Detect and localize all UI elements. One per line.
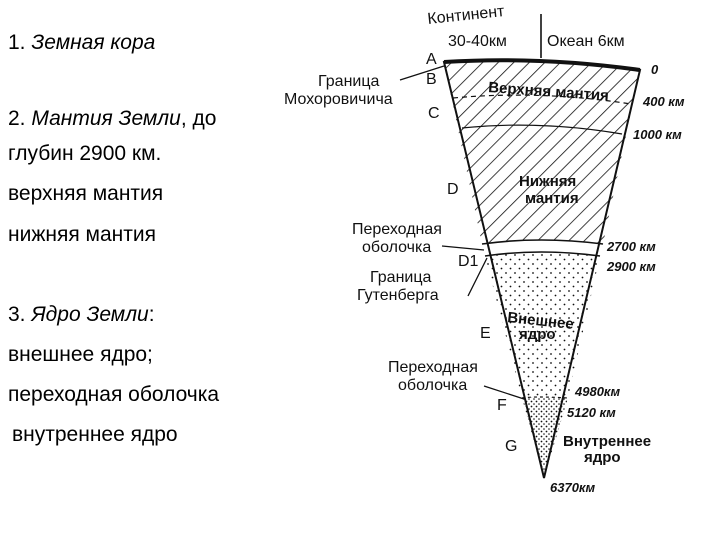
- depth-4980: 4980км: [574, 384, 621, 399]
- depth-400: 400 км: [642, 94, 685, 109]
- crust-line: [443, 58, 641, 72]
- core-colon: :: [148, 303, 155, 326]
- moho-pointer: [399, 65, 445, 81]
- letter-d: D: [447, 181, 459, 198]
- mantle-number: 2.: [8, 107, 32, 130]
- depth-5120: 5120 км: [567, 405, 616, 420]
- gutenberg-label-1: Граница: [370, 269, 432, 286]
- core-item: 3. Ядро Земли:: [8, 302, 155, 328]
- boundary-2700: [481, 239, 604, 245]
- lower-mantle-label-1: Нижняя: [519, 173, 576, 190]
- transition-lower-pointer: [483, 385, 525, 400]
- letter-c: C: [428, 105, 440, 122]
- gutenberg-label-2: Гутенберга: [357, 287, 439, 304]
- moho-label-2: Мохоровичича: [284, 91, 393, 108]
- transition-item: переходная оболочка: [8, 383, 220, 406]
- lower-mantle-item: нижняя мантия: [8, 223, 156, 246]
- mantle-rest: , до: [180, 107, 217, 130]
- letter-f: F: [497, 397, 507, 414]
- moho-label-1: Граница: [318, 73, 380, 90]
- outer-core-label-1: Внешнее: [507, 309, 575, 333]
- crust-item: 1. Земная кора: [8, 30, 155, 56]
- crust-number: 1.: [8, 31, 32, 54]
- boundary-1000: [461, 124, 623, 135]
- letter-g: G: [505, 438, 517, 455]
- depth-2900: 2900 км: [606, 259, 656, 274]
- continent-depth-label: 30-40км: [448, 33, 507, 50]
- continent-label: Континент: [427, 3, 506, 28]
- boundary-4980: [521, 396, 569, 399]
- mantle-item: 2. Мантия Земли, до: [8, 106, 216, 132]
- letter-b: B: [426, 71, 437, 88]
- mantle-region: [444, 60, 640, 245]
- inner-core-label-1: Внутреннее: [563, 433, 651, 450]
- depth-2700: 2700 км: [606, 239, 656, 254]
- core-number: 3.: [8, 303, 32, 326]
- outer-core-label-2: ядро: [519, 326, 556, 343]
- outer-core-item: внешнее ядро;: [8, 343, 153, 366]
- letter-a: A: [426, 51, 437, 68]
- transition-upper-pointer: [441, 245, 485, 251]
- inner-core-item: внутреннее ядро: [12, 423, 178, 446]
- depth-1000: 1000 км: [633, 127, 682, 142]
- mantle-depth: глубин 2900 км.: [8, 142, 162, 165]
- depth-0: 0: [651, 62, 659, 77]
- depth-6370: 6370км: [550, 480, 596, 495]
- mantle-name: Мантия Земли: [31, 107, 181, 130]
- gutenberg-pointer: [467, 257, 488, 297]
- crust-name: Земная кора: [31, 31, 156, 54]
- upper-mantle-item: верхняя мантия: [8, 182, 164, 205]
- lower-mantle-label-2: мантия: [525, 190, 579, 207]
- inner-core-region: [522, 397, 568, 478]
- letter-e: E: [480, 325, 491, 342]
- transition-upper-label-2: оболочка: [362, 239, 431, 256]
- transition-lower-label-1: Переходная: [388, 359, 478, 376]
- mantle-core-transition-layer: [482, 240, 603, 256]
- letter-d1: D1: [458, 253, 479, 270]
- core-name: Ядро Земли: [31, 303, 149, 326]
- boundary-2900: [484, 251, 601, 257]
- transition-upper-label-1: Переходная: [352, 221, 442, 238]
- boundary-400: [452, 94, 632, 105]
- inner-core-label-2: ядро: [584, 449, 621, 466]
- transition-lower-label-2: оболочка: [398, 377, 467, 394]
- ocean-label: Океан 6км: [547, 33, 625, 50]
